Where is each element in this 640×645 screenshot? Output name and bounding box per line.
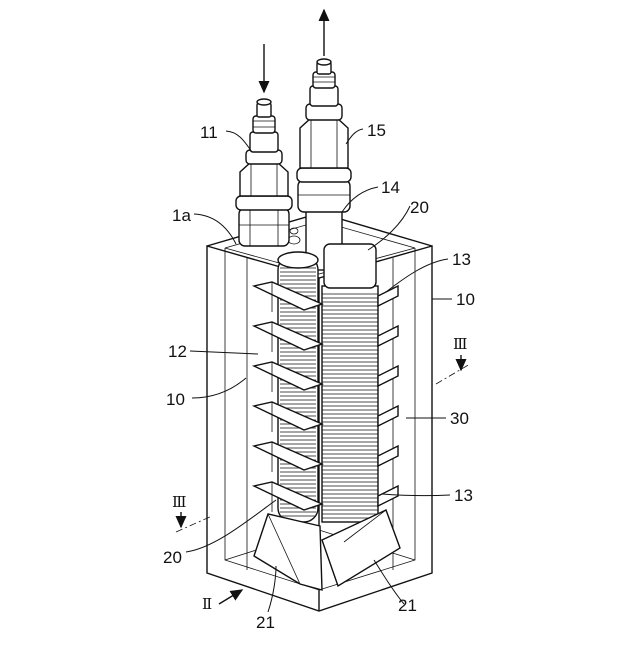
fin-plate-right bbox=[378, 406, 398, 426]
view-arrow-II bbox=[219, 590, 242, 604]
fin-plate-right bbox=[378, 486, 398, 506]
label-30: 30 bbox=[450, 409, 469, 428]
outlet-fitting bbox=[297, 59, 351, 270]
label-21-left: 21 bbox=[256, 613, 275, 632]
label-III-right: Ⅲ bbox=[453, 337, 467, 353]
fin-plate-right bbox=[378, 286, 398, 306]
label-12: 12 bbox=[168, 342, 187, 361]
label-15: 15 bbox=[367, 121, 386, 140]
label-13-bottom: 13 bbox=[454, 486, 473, 505]
label-10-left: 10 bbox=[166, 390, 185, 409]
fin-plate-right bbox=[378, 326, 398, 346]
fin-plate-right bbox=[378, 446, 398, 466]
label-II: Ⅱ bbox=[202, 597, 212, 613]
inlet-fitting bbox=[236, 99, 292, 246]
fin-plate-right bbox=[378, 366, 398, 386]
label-20-bottom: 20 bbox=[163, 548, 182, 567]
label-14: 14 bbox=[381, 178, 400, 197]
section-line-right bbox=[436, 364, 470, 384]
label-21-right: 21 bbox=[398, 596, 417, 615]
label-III-left: Ⅲ bbox=[172, 495, 186, 511]
label-10-right: 10 bbox=[456, 290, 475, 309]
label-13-top: 13 bbox=[452, 250, 471, 269]
label-20-top: 20 bbox=[410, 198, 429, 217]
label-11: 11 bbox=[200, 123, 218, 142]
label-1a: 1a bbox=[172, 206, 191, 225]
